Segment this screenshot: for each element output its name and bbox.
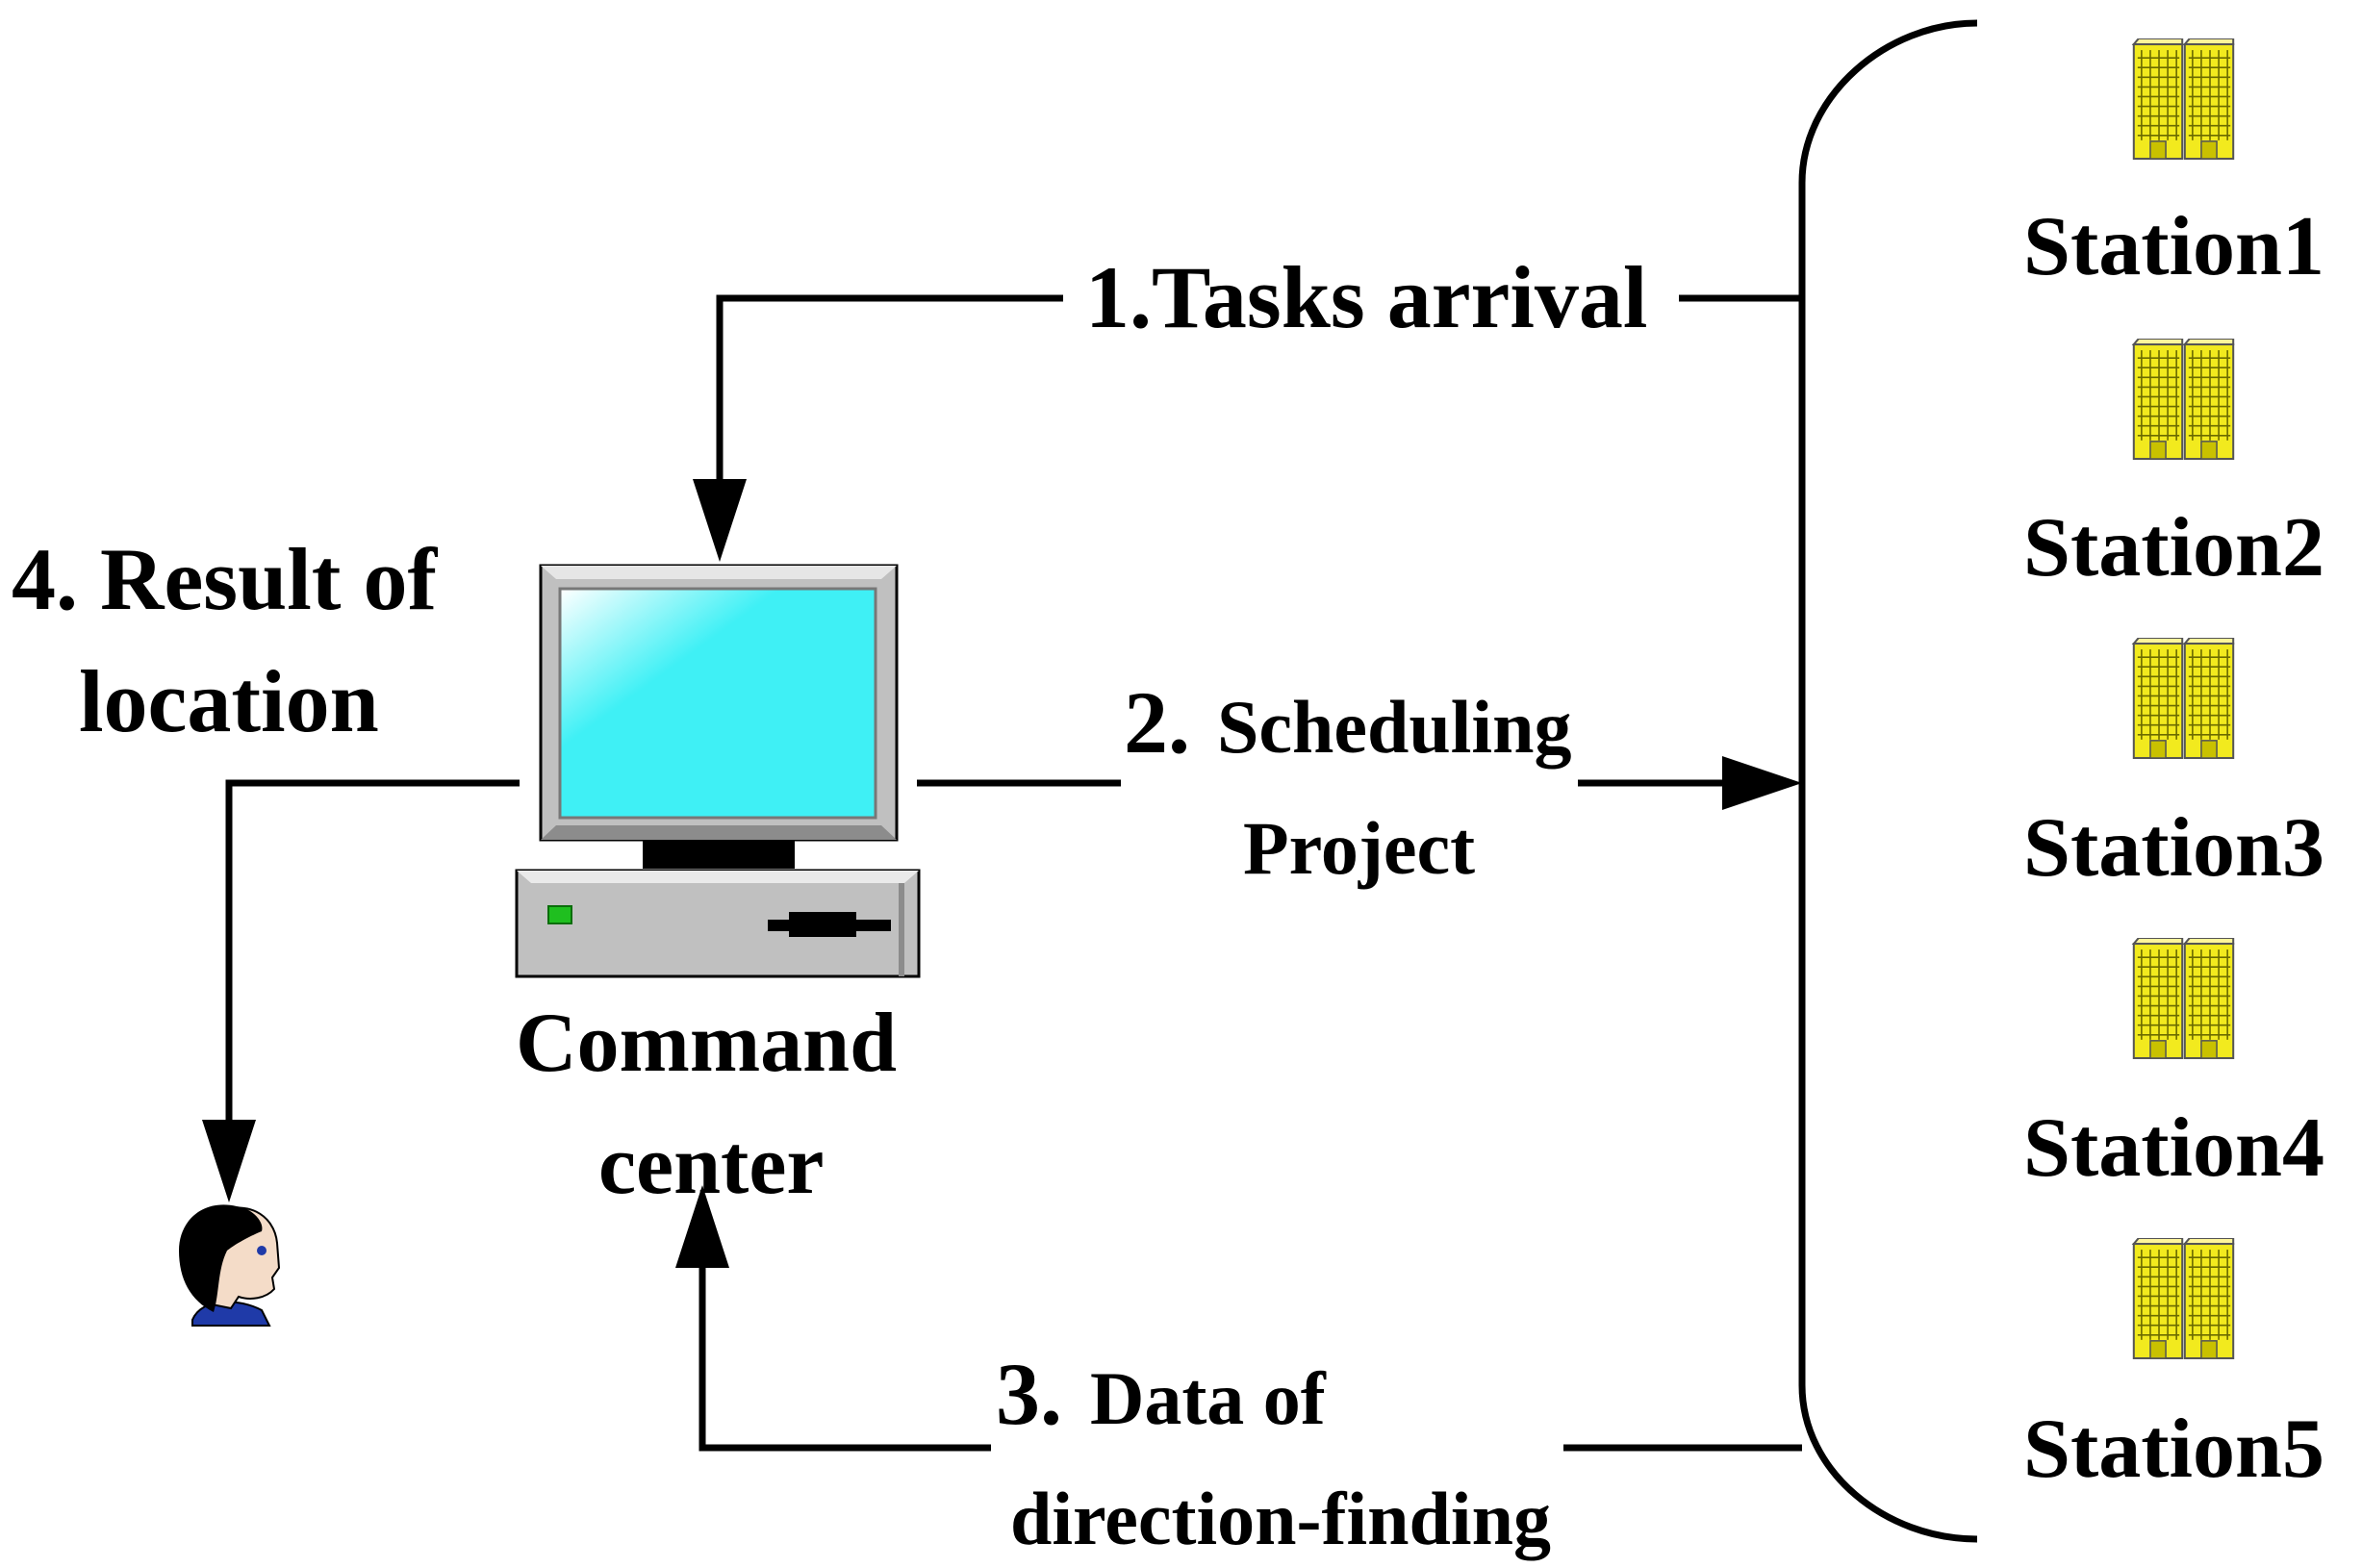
label-data-num: 3. (996, 1345, 1062, 1443)
station-3: Station3 (2023, 638, 2324, 895)
station-label: Station5 (2023, 1403, 2324, 1496)
building-icon (2132, 638, 2235, 759)
label-tasks-arrival: 1.Tasks arrival (1085, 248, 1647, 346)
building-icon (2132, 339, 2235, 460)
label-result-line2: location (79, 652, 379, 750)
station-label: Station3 (2023, 801, 2324, 895)
label-scheduling-num: 2. (1124, 673, 1190, 771)
person-icon (179, 1204, 281, 1327)
building-icon (2132, 1238, 2235, 1359)
arrow-data-direction-finding (675, 1185, 1802, 1452)
label-data-line2: direction-finding (1010, 1477, 1551, 1560)
station-4: Station4 (2023, 938, 2324, 1195)
station-label: Station4 (2023, 1101, 2324, 1195)
command-center-line1: Command (516, 997, 897, 1090)
monitor-icon (515, 564, 921, 978)
station-label: Station2 (2023, 501, 2324, 594)
building-icon (2132, 938, 2235, 1059)
station-5: Station5 (2023, 1238, 2324, 1496)
label-scheduling-line1: Scheduling (1217, 685, 1571, 769)
station-2: Station2 (2023, 339, 2324, 594)
label-result-line1: 4. Result of (12, 530, 438, 628)
building-icon (2132, 38, 2235, 160)
arrow-result-of-location (202, 779, 520, 1202)
stations-bracket (1798, 19, 1978, 1543)
command-center-line2: center (598, 1119, 824, 1212)
label-scheduling-line2: Project (1243, 806, 1475, 890)
station-label: Station1 (2023, 200, 2324, 293)
label-data-line1: Data of (1090, 1356, 1327, 1440)
arrow-tasks-arrival (693, 294, 1802, 562)
arrow-scheduling-project (917, 756, 1802, 810)
station-1: Station1 (2023, 38, 2324, 293)
